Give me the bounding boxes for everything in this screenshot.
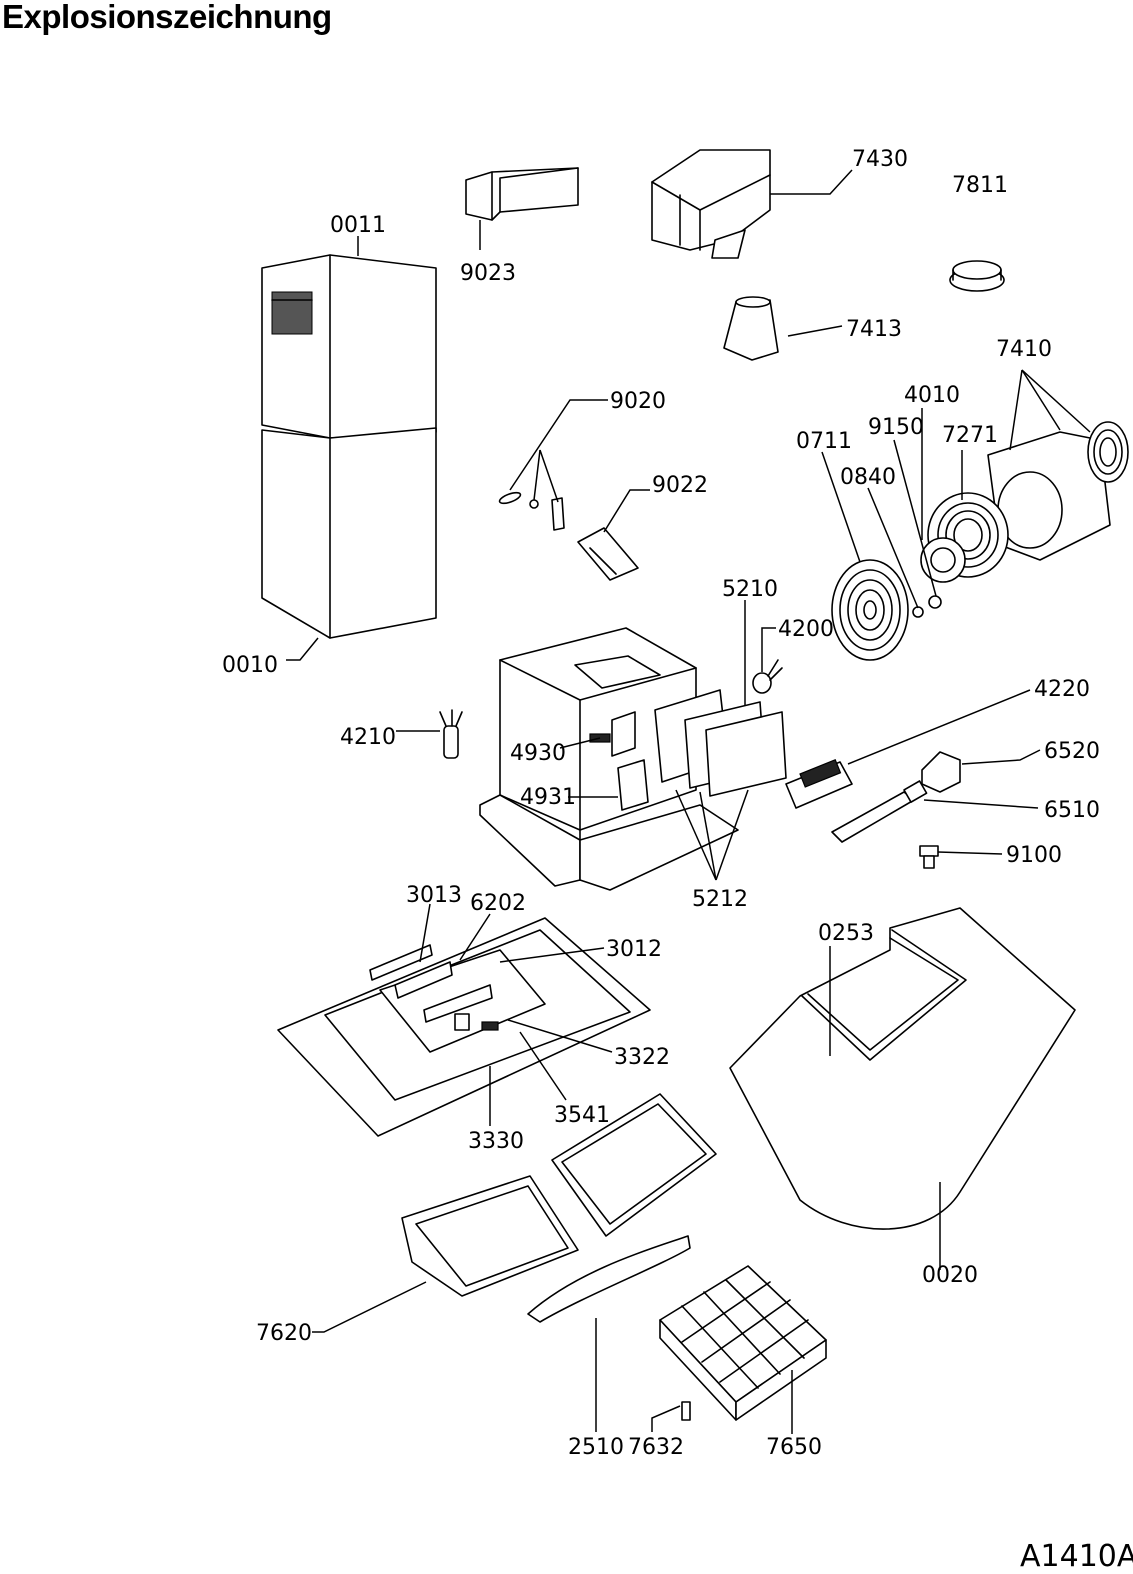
label-9023: 9023: [460, 261, 516, 286]
part-6520-lamp-socket: [921, 751, 961, 793]
part-9020-screws: [498, 491, 565, 531]
label-7620: 7620: [256, 1321, 312, 1346]
label-7650: 7650: [766, 1435, 822, 1460]
label-7811: 7811: [952, 173, 1008, 198]
part-0010-lower-chimney: [261, 427, 437, 639]
part-7620-grease-filter: [401, 1175, 579, 1297]
label-3322: 3322: [614, 1045, 670, 1070]
label-2510: 2510: [568, 1435, 624, 1460]
label-4200: 4200: [778, 617, 834, 642]
part-grease-filter-upper: [551, 1093, 717, 1237]
label-5212: 5212: [692, 887, 748, 912]
part-7413-collar: [723, 296, 779, 361]
part-4210-cable: [439, 709, 463, 759]
label-3330: 3330: [468, 1129, 524, 1154]
label-9022: 9022: [652, 473, 708, 498]
part-4220-lamp-holder: [785, 758, 853, 809]
label-5210: 5210: [722, 577, 778, 602]
label-6202: 6202: [470, 891, 526, 916]
label-0711: 0711: [796, 429, 852, 454]
part-0840-spacer: [912, 606, 924, 618]
part-0711-inlet-grille: [831, 559, 909, 661]
label-9020: 9020: [610, 389, 666, 414]
part-4931-switch-box: [617, 759, 649, 811]
label-4930: 4930: [510, 741, 566, 766]
label-3541: 3541: [554, 1103, 610, 1128]
label-6520: 6520: [1044, 739, 1100, 764]
label-3012: 3012: [606, 937, 662, 962]
label-4220: 4220: [1034, 677, 1090, 702]
label-3013: 3013: [406, 883, 462, 908]
part-9150-nut: [928, 595, 942, 609]
part-3012-control-canopy: [277, 917, 651, 1137]
page-title: Explosionszeichnung: [2, 0, 332, 35]
label-9150: 9150: [868, 415, 924, 440]
part-4010-motor: [920, 537, 966, 583]
part-7632-clip: [681, 1401, 691, 1421]
part-9022-rail: [577, 527, 639, 581]
part-5212-electronics-boards: [654, 689, 787, 797]
part-2510-trim-strip: [527, 1235, 691, 1323]
part-7410-fan-housing: [987, 421, 1129, 561]
part-0020-bottom-panel: [729, 907, 1076, 1230]
label-0253: 0253: [818, 921, 874, 946]
label-9100: 9100: [1006, 843, 1062, 868]
label-0020: 0020: [922, 1263, 978, 1288]
label-4210: 4210: [340, 725, 396, 750]
leader-lines: [286, 169, 1091, 1434]
part-labels: 0010 0011 0020 0253 0711 0840 2510 3012 …: [222, 147, 1100, 1460]
part-7650-carbon-filter: [659, 1265, 827, 1421]
label-0011: 0011: [330, 213, 386, 238]
label-7430: 7430: [852, 147, 908, 172]
label-7410: 7410: [996, 337, 1052, 362]
part-9100-screw: [919, 845, 939, 869]
drawing-code: A1410A: [1020, 1539, 1133, 1574]
label-6510: 6510: [1044, 798, 1100, 823]
part-4200-capacitor: [752, 659, 783, 694]
label-4931: 4931: [520, 785, 576, 810]
part-0011-upper-chimney: [261, 254, 437, 439]
part-body-housing: [479, 627, 739, 891]
label-7271: 7271: [942, 423, 998, 448]
part-7430-air-guide: [651, 149, 771, 259]
part-7811-cap: [949, 260, 1005, 292]
label-4010: 4010: [904, 383, 960, 408]
label-7632: 7632: [628, 1435, 684, 1460]
part-6510-lamp: [831, 780, 928, 843]
label-0840: 0840: [840, 465, 896, 490]
label-7413: 7413: [846, 317, 902, 342]
part-9023-bracket: [465, 167, 579, 221]
label-0010: 0010: [222, 653, 278, 678]
